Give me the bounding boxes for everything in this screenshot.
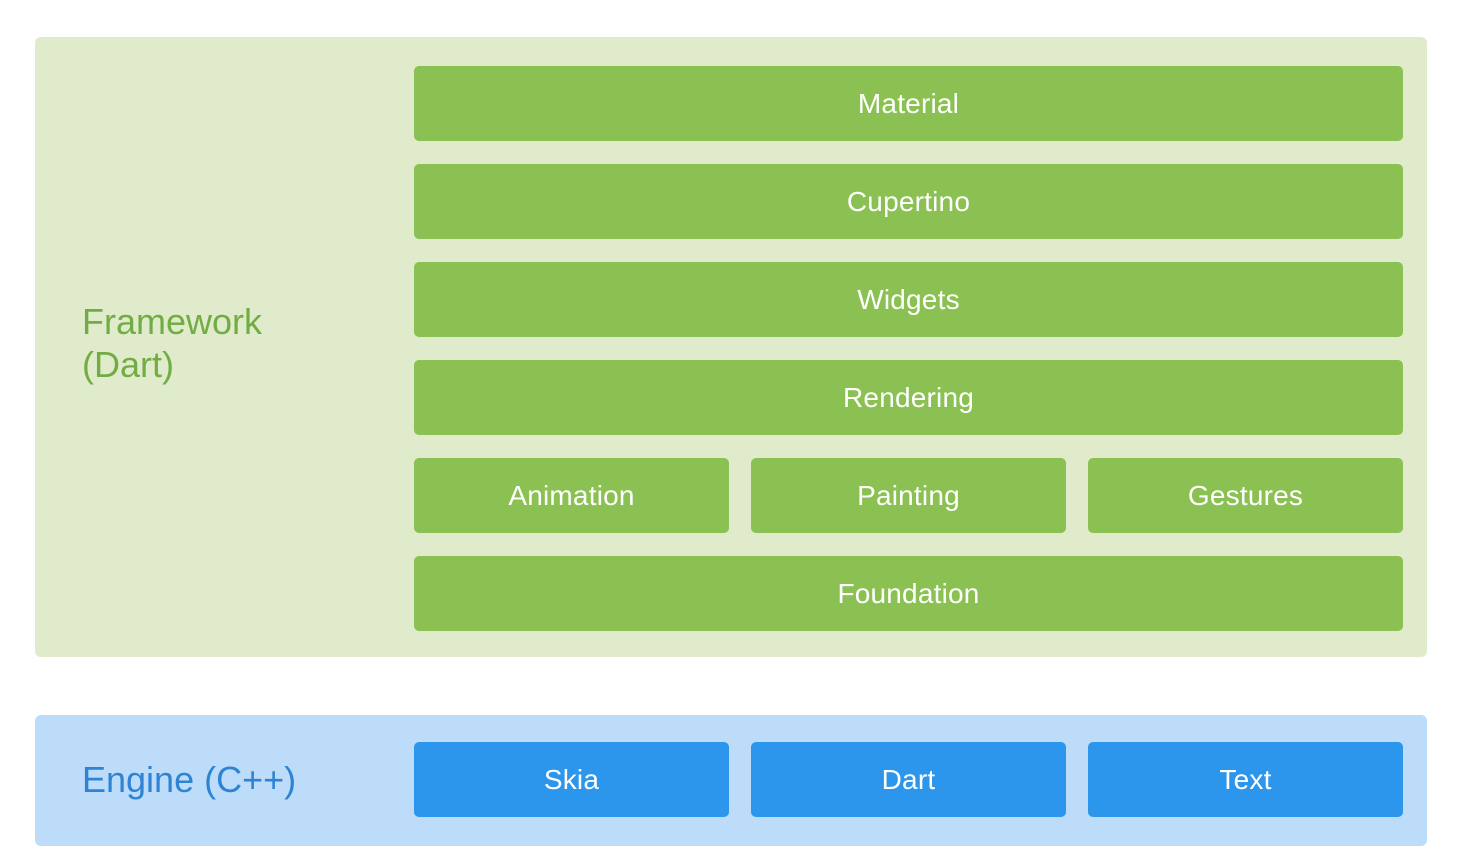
painting-layer: Painting [751,458,1066,533]
animation-layer: Animation [414,458,729,533]
foundation-layer: Foundation [414,556,1403,631]
framework-label: Framework (Dart) [82,301,263,385]
rendering-layer: Rendering [414,360,1403,435]
dart-component: Dart [751,742,1066,817]
text-component: Text [1088,742,1403,817]
material-layer: Material [414,66,1403,141]
skia-component: Skia [414,742,729,817]
gestures-layer: Gestures [1088,458,1403,533]
cupertino-layer: Cupertino [414,164,1403,239]
widgets-layer: Widgets [414,262,1403,337]
engine-label: Engine (C++) [82,759,297,800]
